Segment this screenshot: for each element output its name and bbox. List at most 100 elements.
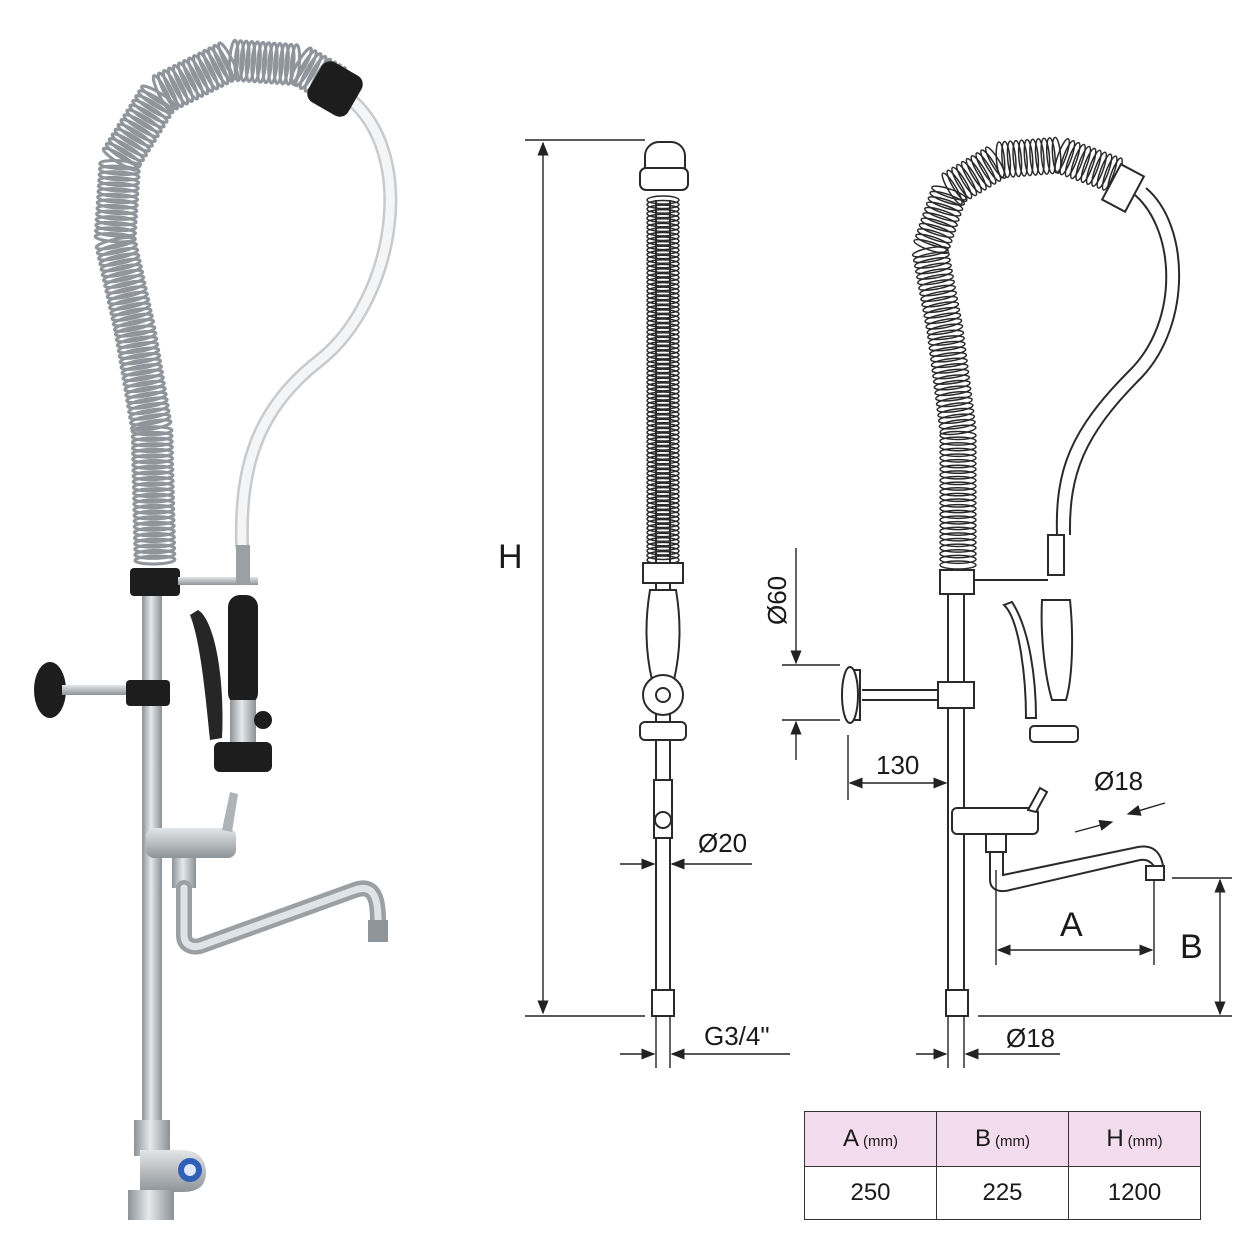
- spring-coil-turn: [97, 246, 140, 262]
- spring-coil-turn: [197, 51, 220, 91]
- spring-coil-turn: [646, 336, 680, 347]
- spring-coil-turn: [95, 241, 138, 257]
- spring-coil-turn: [916, 228, 953, 244]
- spring-coil-turn: [298, 52, 323, 91]
- spring-coil-turn: [935, 390, 973, 402]
- spring-coil-turn: [131, 98, 169, 124]
- spring-coil-turn: [131, 453, 175, 465]
- spring-coil-turn: [233, 39, 246, 83]
- spring-coil-turn: [646, 359, 680, 369]
- height-label: H: [498, 538, 523, 576]
- spring-coil-turn: [946, 169, 968, 203]
- spring-coil-turn: [94, 226, 137, 238]
- spring-coil-turn: [1045, 137, 1056, 175]
- spring-coil-turn: [646, 427, 680, 438]
- spring-coil-turn: [1091, 151, 1108, 187]
- spring-coil-turn: [132, 498, 176, 510]
- spring-coil-turn: [646, 204, 680, 214]
- spring-coil-turn: [255, 40, 268, 84]
- spring-coil-turn: [1101, 155, 1118, 191]
- spring-coil-turn: [116, 122, 154, 148]
- spring-coil-turn: [646, 268, 680, 278]
- spring-coil-turn: [646, 208, 680, 219]
- spring-coil-turn: [132, 492, 176, 504]
- spring-coil-turn: [965, 157, 987, 191]
- spring-coil-turn: [1029, 138, 1040, 176]
- spring-coil-turn: [125, 108, 163, 134]
- spring-coil-turn: [646, 436, 680, 447]
- dimension-table: A(mm) B(mm) H(mm) 250 225 1200: [804, 1111, 1201, 1220]
- spring-coil-turn: [646, 286, 680, 296]
- spring-coil-turn: [646, 491, 680, 501]
- spring-coil-turn: [122, 113, 160, 139]
- spring-coil-turn: [646, 450, 680, 460]
- spring-coil-turn: [980, 149, 1002, 182]
- spring-coil-turn: [646, 454, 680, 465]
- spring-coil-turn: [96, 192, 140, 205]
- spring-coil-turn: [116, 340, 160, 355]
- spring-coil-turn: [939, 498, 977, 508]
- spring-coil-turn: [928, 340, 966, 352]
- spring-coil-turn: [939, 503, 977, 514]
- spring-coil-turn: [939, 532, 977, 542]
- spring-coil-turn: [646, 327, 680, 337]
- spring-coil-turn: [995, 141, 1006, 179]
- spring-coil-turn: [131, 447, 175, 459]
- spring-coil-turn: [922, 301, 960, 314]
- spring-coil-turn: [94, 220, 138, 233]
- spring-coil-turn: [646, 372, 680, 383]
- spring-coil-turn: [939, 554, 977, 565]
- spring-coil-turn: [646, 281, 680, 292]
- spring-coil-turn: [646, 473, 680, 483]
- spring-coil-turn: [115, 335, 159, 349]
- spring-coil-turn: [113, 127, 151, 153]
- spring-coil-turn: [128, 407, 171, 421]
- spring-coil-turn: [929, 346, 967, 358]
- spring-coil-turn: [646, 313, 680, 324]
- spring-coil-turn: [129, 418, 173, 432]
- spring-coil-turn: [646, 496, 680, 506]
- spring-coil-turn: [939, 475, 977, 486]
- spring-coil-turn: [131, 470, 175, 482]
- spring-coil-turn: [104, 141, 143, 167]
- spring-coil-turn: [123, 379, 166, 394]
- spring-coil-turn: [96, 187, 140, 199]
- spring-coil-turn: [646, 482, 680, 492]
- spring-coil-turn: [109, 301, 152, 317]
- spring-coil-turn: [250, 40, 262, 84]
- spring-coil-turn: [646, 245, 680, 255]
- spring-coil-turn: [939, 509, 977, 520]
- spring-coil-turn: [133, 548, 177, 560]
- spring-coil-turn: [1054, 138, 1071, 174]
- spring-coil-turn: [646, 309, 680, 319]
- spring-coil-turn: [1059, 139, 1076, 176]
- spring-coil-turn: [267, 41, 279, 85]
- spring-coil-turn: [130, 442, 174, 454]
- spring-coil-turn: [1080, 147, 1097, 184]
- spring-coil-turn: [924, 206, 960, 222]
- spring-coil-turn: [912, 251, 950, 264]
- spring-coil-turn: [111, 312, 154, 328]
- spring-coil-turn: [646, 518, 680, 529]
- spring-coil-turn: [646, 423, 680, 433]
- spring-coil-turn: [646, 218, 680, 228]
- thread-label: G3/4": [704, 1021, 770, 1051]
- spring-coil-turn: [939, 464, 977, 475]
- spring-coil-turn: [1051, 136, 1062, 174]
- spring-coil-turn: [646, 240, 680, 251]
- table-header-a: A(mm): [804, 1111, 937, 1167]
- spring-coil-turn: [915, 233, 951, 249]
- spring-coil-turn: [646, 523, 680, 533]
- spring-coil-turn: [133, 537, 177, 549]
- spring-coil-turn: [922, 212, 958, 228]
- spring-coil-turn: [96, 181, 140, 193]
- spring-coil-turn: [646, 486, 680, 497]
- spring-coil-turn: [133, 543, 177, 555]
- spring-coil-turn: [939, 543, 977, 553]
- spring-coil-turn: [132, 503, 176, 515]
- spring-coil-turn: [127, 401, 170, 416]
- spring-coil-turn: [939, 458, 977, 469]
- spring-coil-turn: [939, 520, 977, 531]
- spring-coil-turn: [132, 531, 176, 544]
- spring-coil-turn: [1069, 143, 1086, 180]
